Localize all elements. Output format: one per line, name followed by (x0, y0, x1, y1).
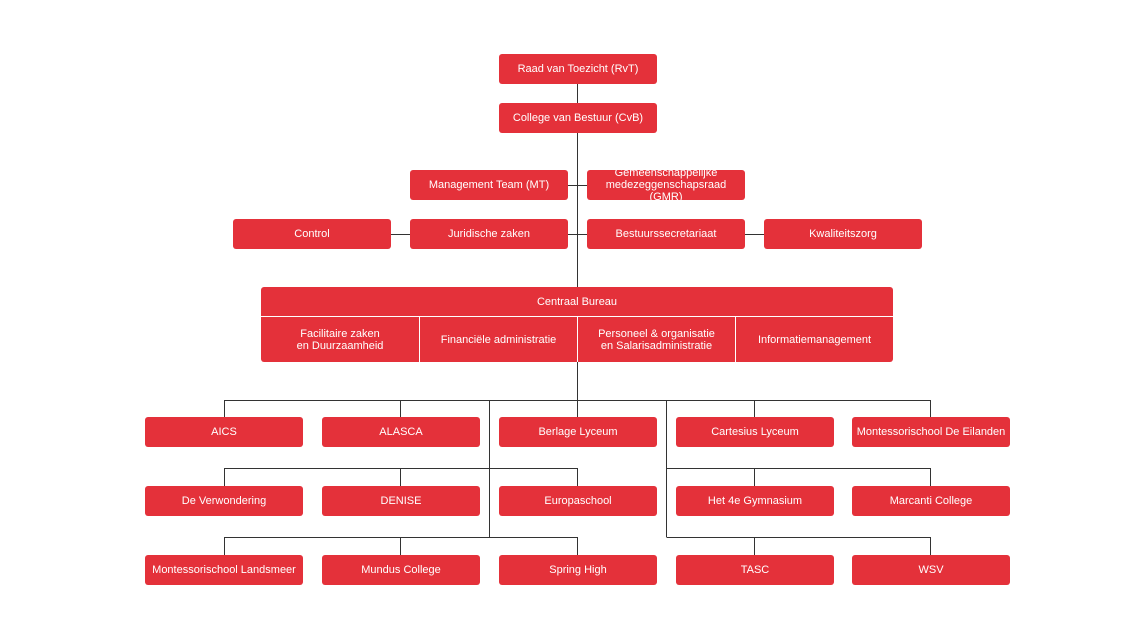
bureau-department-personeel: Personeel & organisatie en Salarisadmini… (577, 317, 735, 362)
centraal-bureau: Centraal Bureau Facilitaire zaken en Duu… (261, 287, 893, 362)
control-box: Control (233, 219, 391, 249)
school-box: Montessorischool Landsmeer (145, 555, 303, 585)
school-box: Mundus College (322, 555, 480, 585)
school-box: Berlage Lyceum (499, 417, 657, 447)
school-box: WSV (852, 555, 1010, 585)
rvt-box: Raad van Toezicht (RvT) (499, 54, 657, 84)
juridische-zaken-box: Juridische zaken (410, 219, 568, 249)
school-box: TASC (676, 555, 834, 585)
cvb-box: College van Bestuur (CvB) (499, 103, 657, 133)
bureau-department-informatie: Informatiemanagement (735, 317, 893, 362)
school-box: Spring High (499, 555, 657, 585)
school-box: Cartesius Lyceum (676, 417, 834, 447)
school-box: Montessorischool De Eilanden (852, 417, 1010, 447)
school-box: DENISE (322, 486, 480, 516)
school-box: ALASCA (322, 417, 480, 447)
bestuurssecretariaat-box: Bestuurssecretariaat (587, 219, 745, 249)
school-box: De Verwondering (145, 486, 303, 516)
school-box: AICS (145, 417, 303, 447)
bureau-department-facilitair: Facilitaire zaken en Duurzaamheid (296, 327, 384, 352)
school-box: Marcanti College (852, 486, 1010, 516)
mt-box: Management Team (MT) (410, 170, 568, 200)
gmr-box: Gemeenschappelijke medezeggenschapsraad … (587, 167, 745, 203)
centraal-bureau-title: Centraal Bureau (261, 287, 893, 317)
school-box: Het 4e Gymnasium (676, 486, 834, 516)
school-box: Europaschool (499, 486, 657, 516)
kwaliteitszorg-box: Kwaliteitszorg (764, 219, 922, 249)
bureau-department-financien: Financiële administratie (419, 317, 577, 362)
